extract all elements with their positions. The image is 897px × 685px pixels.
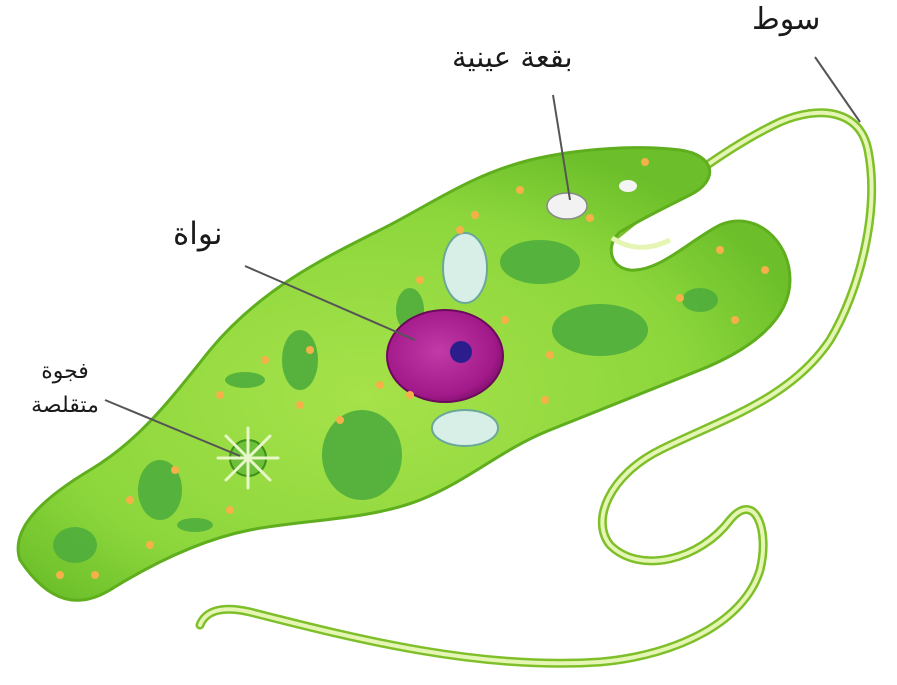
nucleolus	[450, 341, 472, 363]
eyespot-label: بقعة عينية	[452, 40, 573, 74]
contractile-vacuole-label: فجوة متقلصة	[4, 355, 126, 423]
contractile-vacuole-label-line1: فجوة	[4, 355, 126, 389]
contractile-vacuole	[218, 428, 278, 488]
nucleus	[387, 310, 503, 402]
contractile-vacuole-label-line2: متقلصة	[4, 389, 126, 423]
nucleus-label: نواة	[173, 216, 223, 252]
flagellum-label: سوط	[752, 2, 820, 37]
gullet	[612, 238, 670, 247]
